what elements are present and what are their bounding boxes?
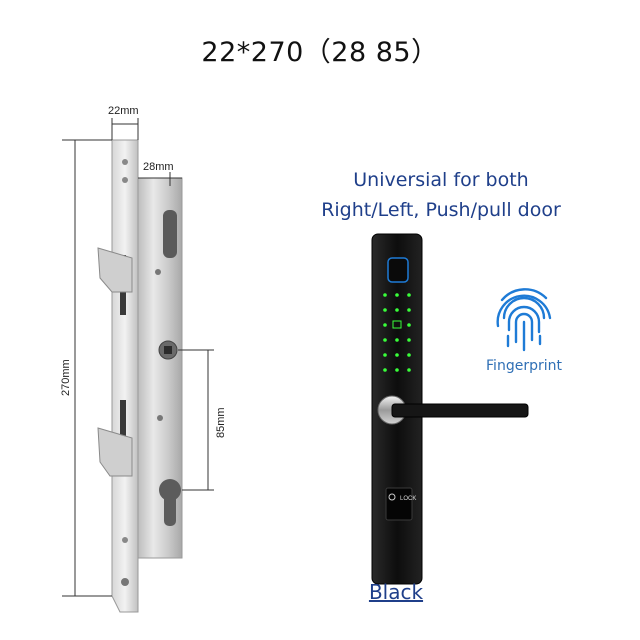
lock-panel bbox=[385, 487, 413, 521]
fingerprint-icon bbox=[496, 288, 552, 352]
keypad bbox=[383, 293, 411, 372]
width-label: 22mm bbox=[108, 105, 139, 117]
tagline-line-2: Right/Left, Push/pull door bbox=[321, 199, 561, 221]
lock-text: LOCK bbox=[400, 496, 416, 502]
length-dimension: 270mm bbox=[60, 139, 112, 597]
spindle-hub bbox=[158, 340, 178, 360]
lower-hook bbox=[97, 427, 133, 477]
fingerprint-label: Fingerprint bbox=[486, 358, 562, 374]
backset-label: 28mm bbox=[143, 161, 174, 173]
backset-dimension: 28mm bbox=[138, 161, 182, 186]
lever bbox=[391, 403, 529, 418]
color-label: Black bbox=[368, 580, 424, 604]
length-label: 270mm bbox=[60, 359, 72, 396]
width-dimension: 22mm bbox=[108, 105, 139, 140]
upper-hook bbox=[97, 247, 133, 293]
center-distance-label: 85mm bbox=[215, 407, 227, 438]
tagline-line-1: Universial for both bbox=[353, 169, 529, 191]
faceplate bbox=[111, 139, 139, 613]
slot-cutout bbox=[120, 400, 126, 460]
smart-lock-handle: LOCK bbox=[371, 233, 529, 585]
cylinder-hole bbox=[159, 479, 181, 526]
slot-cutout bbox=[163, 210, 177, 258]
page-title: 22*270（28 85） bbox=[201, 37, 439, 68]
fingerprint-sensor bbox=[387, 257, 409, 283]
center-distance-dimension: 85mm bbox=[178, 349, 227, 491]
